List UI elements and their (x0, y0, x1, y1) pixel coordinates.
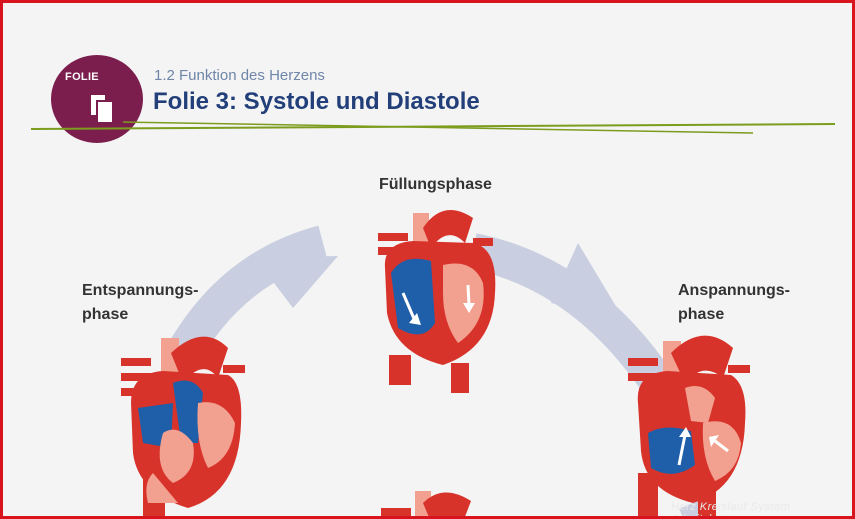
slide-title: Folie 3: Systole und Diastole (153, 88, 480, 115)
heart-entspannungsphase (121, 336, 245, 516)
arrow-left-to-top-head (255, 256, 338, 308)
slide-subtitle: 1.2 Funktion des Herzens (154, 67, 325, 84)
badge-label: FOLIE (65, 71, 99, 83)
watermark: Herz Kreislauf System Arbeitsblatt (671, 501, 791, 519)
heart-anspannungsphase (628, 335, 750, 516)
phase-label-entspannung-line2: phase (82, 306, 129, 323)
phase-label-anspannung-line1: Anspannungs- (678, 282, 790, 299)
phase-label-fuellung: Füllungsphase (379, 176, 492, 193)
title-underline (30, 121, 836, 134)
heart-illustrations (121, 210, 750, 516)
phase-label-entspannung: Entspannungs- phase (82, 279, 198, 327)
phase-label-anspannung-line2: phase (678, 306, 725, 323)
arrow-top-to-right-head (551, 243, 623, 318)
phase-label-entspannung-line1: Entspannungs- (82, 282, 199, 299)
phase-label-anspannung: Anspannungs- phase (678, 279, 790, 327)
heart-austreibungsphase (381, 491, 471, 516)
heart-fuellungsphase (378, 210, 496, 393)
document-icon (91, 95, 114, 124)
